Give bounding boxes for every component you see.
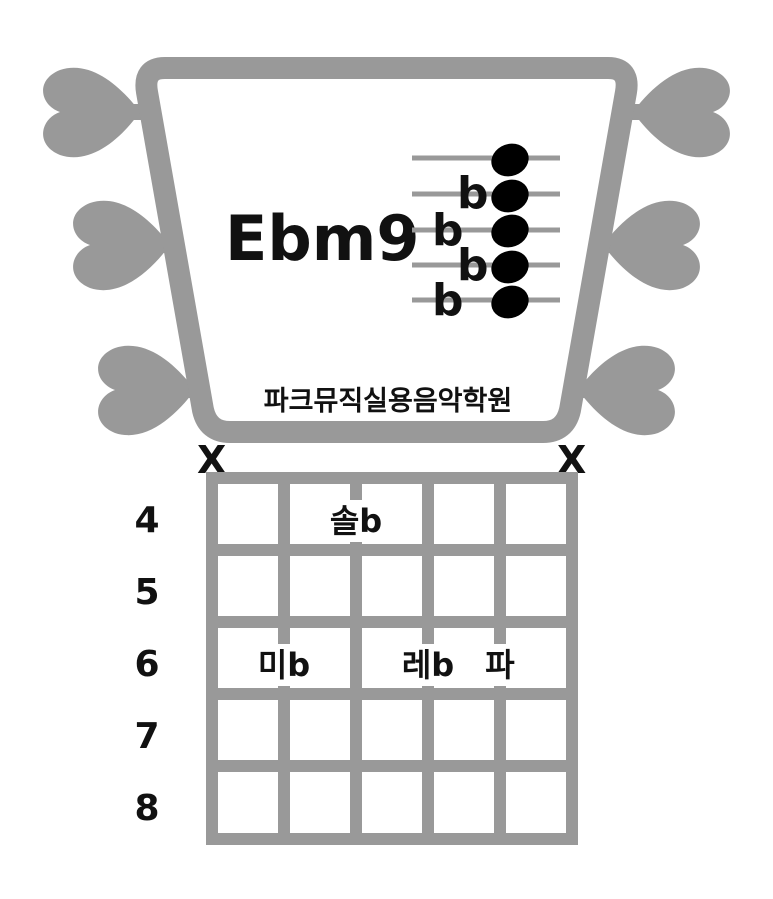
- note-heads: [491, 143, 529, 319]
- heart-icon: [603, 200, 700, 291]
- note-label: 레b: [402, 646, 454, 684]
- note-label: 솔b: [330, 502, 382, 540]
- note-label: 파: [485, 646, 515, 684]
- note-head: [491, 143, 529, 177]
- flat-accidental: b: [457, 168, 489, 219]
- fret-number: 5: [134, 572, 159, 613]
- fret-number: 8: [134, 788, 159, 829]
- chord-name: Ebm9: [225, 202, 419, 275]
- heart-icon: [578, 345, 675, 436]
- fret-number: 4: [134, 500, 159, 541]
- note-head: [491, 214, 529, 248]
- flat-accidental: b: [432, 275, 464, 326]
- academy-name: 파크뮤직실용음악학원: [264, 386, 512, 417]
- flat-accidental: b: [457, 240, 489, 291]
- heart-icon: [98, 345, 195, 436]
- heart-icon: [43, 67, 140, 158]
- fret-number: 6: [134, 644, 159, 685]
- note-head: [491, 250, 529, 284]
- flat-accidental: b: [432, 205, 464, 256]
- fret-number: 7: [134, 716, 159, 757]
- note-head: [491, 179, 529, 213]
- note-label: 미b: [258, 646, 310, 684]
- heart-icon: [73, 200, 170, 291]
- staff: [412, 155, 560, 303]
- heart-icon: [633, 67, 730, 158]
- note-head: [491, 285, 529, 319]
